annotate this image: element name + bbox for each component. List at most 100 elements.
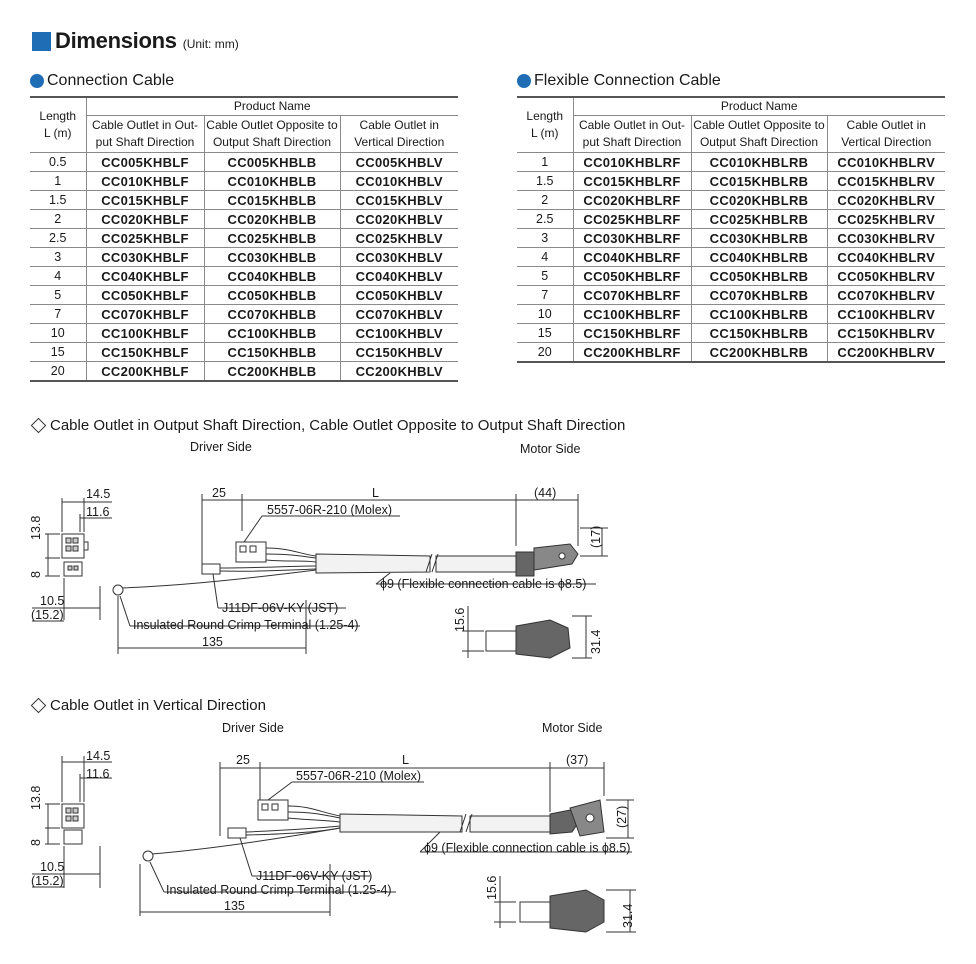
product-cell: CC150KHBLV xyxy=(339,342,458,362)
product-name-header: Product Name xyxy=(85,96,458,116)
product-cell: CC070KHBLRF xyxy=(572,285,692,305)
dim-25: 25 xyxy=(236,753,250,767)
length-cell: 20 xyxy=(517,342,574,363)
molex-label: 5557-06R-210 (Molex) xyxy=(296,769,421,783)
section-heading-1: Cable Outlet in Output Shaft Direction, … xyxy=(30,417,625,434)
product-cell: CC010KHBLRV xyxy=(826,152,945,172)
jst-connector xyxy=(201,563,221,575)
jst-connector xyxy=(227,827,247,839)
unit-label: (Unit: mm) xyxy=(182,37,239,51)
terminal-label: Insulated Round Crimp Terminal (1.25-4) xyxy=(166,883,392,897)
dim-8: 8 xyxy=(29,839,43,846)
product-cell: CC025KHBLV xyxy=(339,228,458,248)
product-cell: CC070KHBLRV xyxy=(826,285,945,305)
section-heading-2: Cable Outlet in Vertical Direction xyxy=(30,697,266,714)
flexible-cable-heading: Flexible Connection Cable xyxy=(517,72,721,90)
product-cell: CC040KHBLB xyxy=(203,266,341,286)
dimension-drawing-1: Driver Side Motor Side 14.5 11.6 13.8 8 … xyxy=(29,440,608,659)
length-cell: 1 xyxy=(517,152,574,172)
dim-31-4: 31.4 xyxy=(589,630,603,654)
product-cell: CC150KHBLRV xyxy=(826,323,945,343)
product-cell: CC015KHBLB xyxy=(203,190,341,210)
length-cell: 2 xyxy=(30,209,87,229)
product-cell: CC100KHBLRB xyxy=(690,304,828,324)
dim-11-6: 11.6 xyxy=(86,505,109,519)
product-cell: CC050KHBLRV xyxy=(826,266,945,286)
length-cell: 3 xyxy=(517,228,574,248)
product-cell: CC200KHBLRB xyxy=(690,342,828,363)
product-cell: CC025KHBLF xyxy=(85,228,205,248)
product-cell: CC100KHBLRV xyxy=(826,304,945,324)
product-cell: CC200KHBLB xyxy=(203,361,341,382)
length-cell: 1.5 xyxy=(517,171,574,191)
product-cell: CC030KHBLRF xyxy=(572,228,692,248)
product-cell: CC100KHBLB xyxy=(203,323,341,343)
dim-8: 8 xyxy=(29,571,43,578)
length-cell: 3 xyxy=(30,247,87,267)
length-cell: 15 xyxy=(30,342,87,362)
product-cell: CC025KHBLRV xyxy=(826,209,945,229)
dim-10-5: 10.5 xyxy=(40,860,64,874)
length-cell: 1.5 xyxy=(30,190,87,210)
product-cell: CC200KHBLV xyxy=(339,361,458,382)
dim-13-8: 13.8 xyxy=(29,516,43,540)
length-cell: 1 xyxy=(30,171,87,191)
product-cell: CC150KHBLRF xyxy=(572,323,692,343)
product-cell: CC010KHBLRF xyxy=(572,152,692,172)
product-cell: CC050KHBLRB xyxy=(690,266,828,286)
bullet-icon xyxy=(517,74,531,88)
product-cell: CC200KHBLF xyxy=(85,361,205,382)
length-cell: 7 xyxy=(517,285,574,305)
connection-cable-heading: Connection Cable xyxy=(30,72,174,90)
length-cell: 5 xyxy=(30,285,87,305)
dim-motor-length: (37) xyxy=(566,753,588,767)
dim-15-2: (15.2) xyxy=(31,608,64,622)
product-name-header: Product Name xyxy=(572,96,945,116)
product-cell: CC070KHBLB xyxy=(203,304,341,324)
product-cell: CC050KHBLF xyxy=(85,285,205,305)
driver-side-label: Driver Side xyxy=(190,440,252,454)
crimp-terminal xyxy=(112,584,124,596)
dim-L: L xyxy=(372,486,379,500)
dim-15-6: 15.6 xyxy=(485,876,499,900)
product-cell: CC070KHBLV xyxy=(339,304,458,324)
product-cell: CC100KHBLV xyxy=(339,323,458,343)
product-cell: CC015KHBLV xyxy=(339,190,458,210)
product-cell: CC050KHBLV xyxy=(339,285,458,305)
product-cell: CC020KHBLRB xyxy=(690,190,828,210)
product-cell: CC020KHBLV xyxy=(339,209,458,229)
length-cell: 7 xyxy=(30,304,87,324)
length-cell: 2.5 xyxy=(517,209,574,229)
dim-L: L xyxy=(402,753,409,767)
product-cell: CC010KHBLB xyxy=(203,171,341,191)
product-cell: CC015KHBLRB xyxy=(690,171,828,191)
cable-diameter-label: ϕ9 (Flexible connection cable is ϕ8.5) xyxy=(380,577,586,591)
dim-15-6: 15.6 xyxy=(453,608,467,632)
product-cell: CC020KHBLRF xyxy=(572,190,692,210)
dim-10-5: 10.5 xyxy=(40,594,64,608)
product-cell: CC200KHBLRV xyxy=(826,342,945,363)
product-cell: CC015KHBLRF xyxy=(572,171,692,191)
product-cell: CC070KHBLF xyxy=(85,304,205,324)
section-heading-text: Cable Outlet in Vertical Direction xyxy=(50,697,266,714)
cable-diameter-label: ϕ9 (Flexible connection cable is ϕ8.5) xyxy=(424,841,630,855)
motor-side-label: Motor Side xyxy=(520,442,580,456)
dim-11-6: 11.6 xyxy=(86,767,109,781)
length-cell: 10 xyxy=(517,304,574,324)
product-cell: CC030KHBLV xyxy=(339,247,458,267)
